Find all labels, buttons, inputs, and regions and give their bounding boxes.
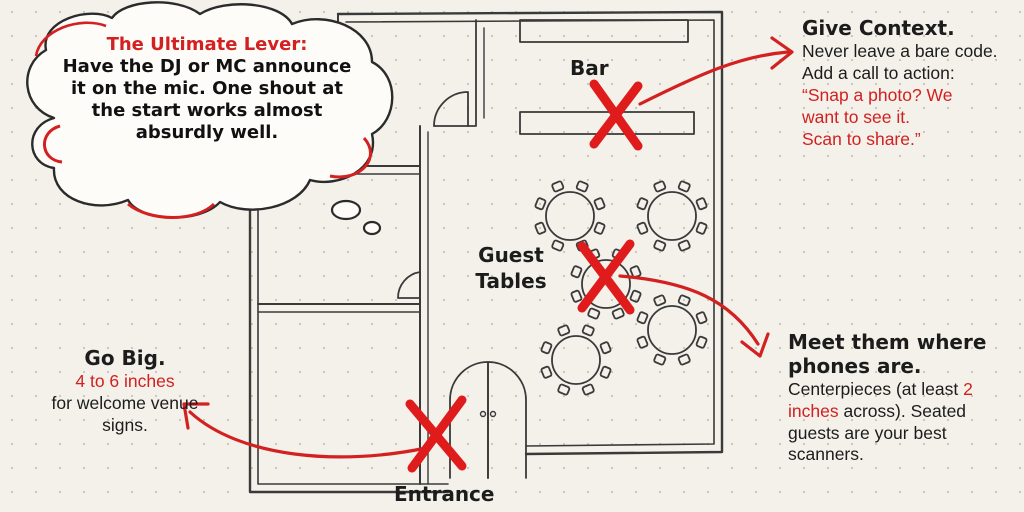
chair-icon: [540, 341, 553, 355]
chair-icon: [593, 197, 606, 211]
chair-icon: [557, 383, 571, 396]
chair-icon: [677, 353, 691, 366]
guest-tables-label-line1: Guest: [478, 243, 544, 267]
guest-tables-label: Guest Tables: [466, 242, 556, 294]
bigsign-text: for welcome venue signs.: [51, 392, 199, 435]
bigsign-highlight: 4 to 6 inches: [75, 371, 175, 391]
chair-icon: [551, 180, 565, 193]
thought-bubble-text: The Ultimate Lever: Have the DJ or MC an…: [62, 34, 352, 144]
round-table-icon: [540, 324, 612, 396]
context-quote-line1: “Snap a photo? We: [802, 84, 953, 105]
entrance-label: Entrance: [394, 482, 495, 506]
chair-icon: [534, 221, 547, 235]
chair-icon: [677, 180, 691, 193]
round-table-icon: [636, 180, 708, 252]
chair-icon: [599, 365, 612, 379]
phones-heading-line2: phones are.: [788, 354, 922, 379]
curved-arrow-icon: [638, 50, 790, 106]
chair-icon: [581, 383, 595, 396]
outer-wall-left: [248, 176, 450, 494]
door-icon: [433, 91, 469, 127]
chair-icon: [653, 239, 667, 252]
chair-icon: [593, 221, 606, 235]
chair-icon: [636, 197, 649, 211]
chair-icon: [599, 341, 612, 355]
chair-icon: [636, 311, 649, 325]
x-mark-icon: [589, 79, 643, 151]
phones-heading-line1: Meet them where: [788, 330, 987, 354]
chair-icon: [695, 335, 708, 349]
phones-highlight: 2 inches: [788, 378, 973, 421]
chair-icon: [695, 197, 708, 211]
chair-icon: [695, 311, 708, 325]
chair-icon: [636, 335, 649, 349]
chair-icon: [575, 180, 589, 193]
curved-arrow-icon: [188, 410, 428, 459]
chair-icon: [581, 324, 595, 337]
cloud-body: Have the DJ or MC announce it on the mic…: [62, 55, 352, 143]
context-quote-line2: want to see it.: [802, 106, 910, 127]
chair-icon: [540, 365, 553, 379]
context-text: Never leave a bare code. Add a call to a…: [802, 41, 998, 83]
chair-icon: [611, 307, 625, 320]
bar-counter-top: [519, 19, 689, 43]
x-mark-icon: [405, 395, 467, 473]
context-note: Give Context. Never leave a bare code. A…: [802, 16, 1017, 150]
chair-icon: [653, 180, 667, 193]
chair-icon: [695, 221, 708, 235]
guest-tables-label-line2: Tables: [475, 269, 547, 293]
outer-wall: [336, 10, 724, 456]
chair-icon: [629, 289, 642, 303]
chair-icon: [534, 197, 547, 211]
chair-icon: [570, 265, 583, 279]
chair-icon: [557, 324, 571, 337]
thought-cloud-icon: [26, 1, 394, 236]
chair-icon: [677, 294, 691, 307]
cloud-title: The Ultimate Lever:: [106, 34, 308, 55]
x-mark-icon: [577, 239, 635, 315]
chair-icon: [677, 239, 691, 252]
phones-text-before: Centerpieces (at least: [788, 378, 959, 399]
context-quote-line3: Scan to share.”: [802, 128, 921, 149]
chair-icon: [653, 294, 667, 307]
round-table-icon: [534, 180, 606, 252]
phones-note: Meet them where phones are. Centerpieces…: [788, 330, 1020, 466]
chair-icon: [653, 353, 667, 366]
chair-icon: [551, 239, 565, 252]
bar-label: Bar: [570, 56, 609, 80]
bigsign-heading: Go Big.: [84, 346, 166, 370]
phones-text-after: across). Seated guests are your best sca…: [788, 400, 967, 465]
chair-icon: [636, 221, 649, 235]
guest-tables-group: [534, 180, 708, 396]
curved-arrow-icon: [618, 274, 760, 346]
context-heading: Give Context.: [802, 16, 955, 40]
round-table-icon: [636, 294, 708, 366]
entrance-door-icon: [449, 361, 489, 479]
chair-icon: [587, 307, 601, 320]
chair-icon: [570, 289, 583, 303]
bigsign-note: Go Big. 4 to 6 inches for welcome venue …: [40, 346, 210, 437]
